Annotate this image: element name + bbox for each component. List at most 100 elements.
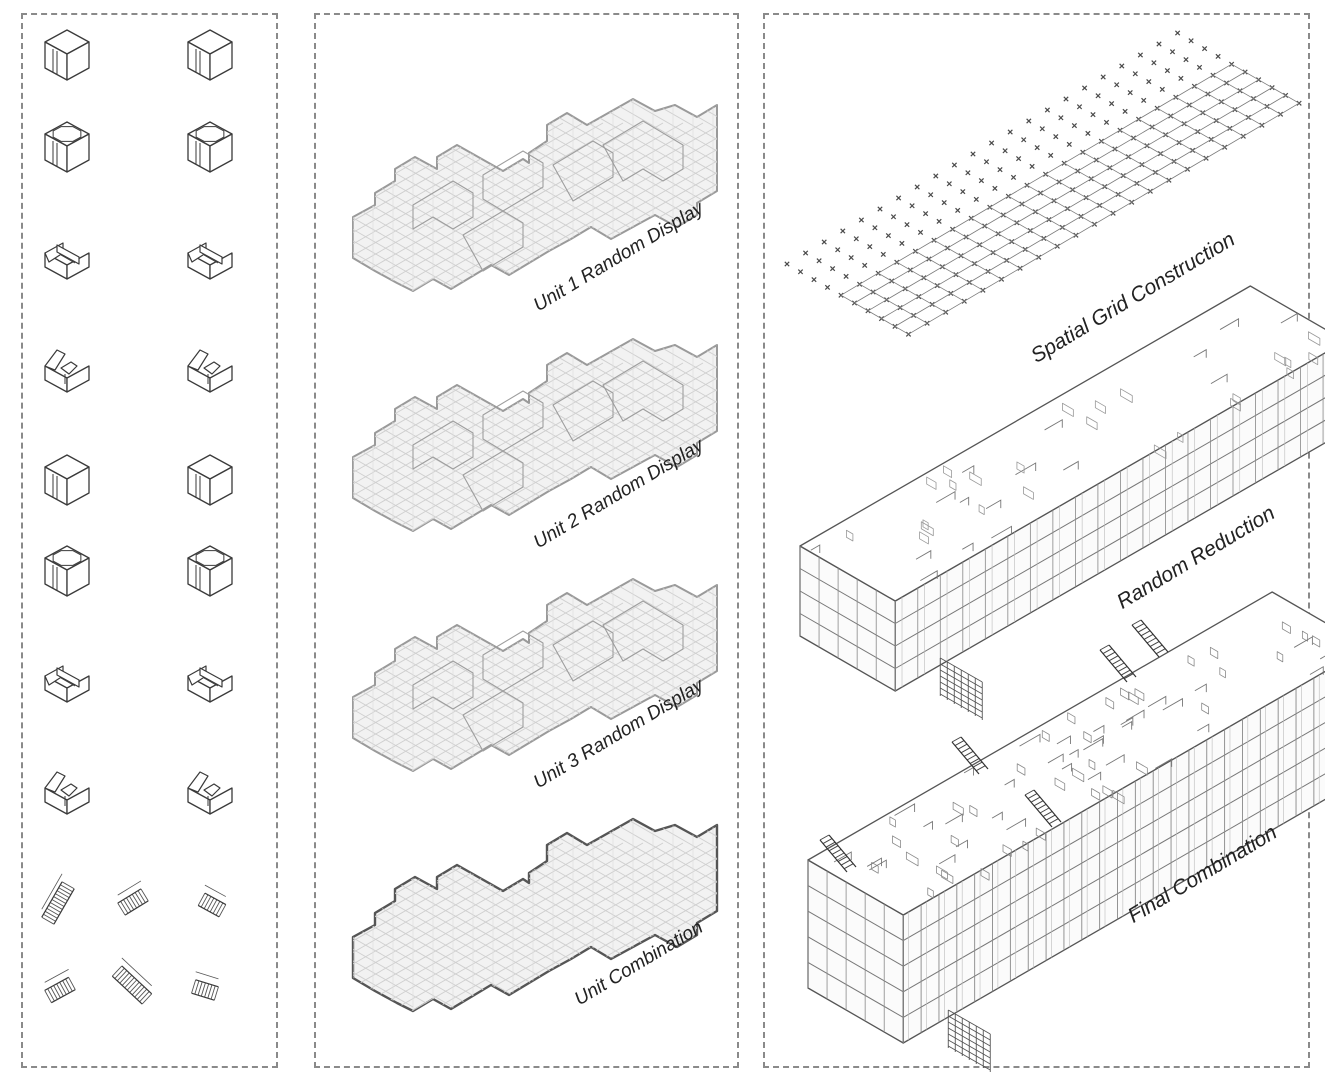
grid-node (1002, 148, 1008, 154)
grid-node (917, 229, 924, 236)
unit-3-slab-random-cells (412, 600, 684, 752)
grid-node (1081, 85, 1088, 91)
stair-icon-4 (44, 968, 76, 1004)
grid-node (1095, 93, 1101, 99)
grid-node (853, 236, 859, 242)
module-icon-right-5 (187, 454, 233, 506)
module-icon-right-7 (187, 665, 233, 703)
grid-node (1103, 119, 1110, 126)
grid-node (821, 239, 827, 245)
grid-node (867, 243, 873, 250)
grid-node (1141, 97, 1147, 104)
module-icon-right-3 (187, 242, 233, 280)
grid-node (848, 254, 854, 261)
grid-node (1029, 163, 1035, 170)
stair-icon-3 (197, 884, 227, 918)
grid-node (816, 258, 822, 264)
module-icon-left-7 (44, 665, 90, 703)
grid-node (1066, 141, 1072, 148)
grid-node (1034, 144, 1040, 151)
grid-node (951, 162, 958, 168)
grid-node (914, 184, 920, 190)
grid-node (899, 240, 905, 247)
grid-node (1296, 100, 1302, 106)
grid-node (824, 284, 831, 291)
module-icon-left-2 (44, 121, 90, 173)
grid-node (978, 177, 985, 184)
grid-node (1085, 130, 1091, 137)
grid-node (890, 214, 897, 220)
grid-node (1156, 41, 1162, 47)
grid-node (1063, 96, 1069, 102)
grid-node (1010, 174, 1017, 181)
grid-node (1058, 115, 1064, 121)
grid-node (895, 195, 902, 201)
module-icon-right-1 (187, 29, 233, 81)
grid-node (1137, 52, 1144, 58)
grid-node (992, 185, 998, 192)
grid-node (797, 269, 804, 275)
grid-node (1196, 64, 1203, 71)
grid-node (1044, 107, 1051, 113)
grid-node (965, 170, 971, 176)
grid-node (928, 192, 934, 198)
grid-node (1132, 71, 1138, 77)
stair-element (1131, 619, 1169, 658)
grid-node (955, 207, 961, 214)
grid-node (835, 247, 841, 253)
final-combination-building (807, 591, 1325, 1072)
grid-node (885, 232, 892, 239)
grid-node (1164, 67, 1171, 74)
final-stairs (819, 619, 1169, 873)
stair-icon-2 (117, 880, 149, 916)
grid-node (1159, 86, 1165, 93)
final-combination-building-roof-details (833, 621, 1325, 899)
grid-node (941, 199, 947, 206)
unit-1-slab (352, 98, 718, 292)
stair-element (951, 736, 989, 775)
grid-node (1090, 111, 1096, 118)
grid-node (997, 166, 1003, 173)
grid-node (1169, 49, 1176, 55)
grid-node (880, 251, 886, 258)
random-reduction-building (799, 285, 1325, 720)
unit-1-slab-lattice (353, 99, 717, 291)
grid-node (1114, 82, 1120, 88)
unit-2-slab-random-cells (412, 360, 684, 512)
grid-node (829, 265, 836, 272)
grid-node (988, 140, 995, 146)
module-icon-left-4 (44, 349, 90, 393)
spatial-grid (784, 30, 1302, 337)
module-icon-left-5 (44, 454, 90, 506)
module-icon-right-6 (187, 545, 233, 597)
grid-node (983, 159, 990, 165)
grid-node (1122, 108, 1128, 115)
final-combination-building-ground-grid (947, 1009, 991, 1072)
grid-node (877, 206, 883, 212)
module-icon-left-3 (44, 242, 90, 280)
module-icon-right-8 (187, 771, 233, 815)
grid-node (922, 210, 929, 217)
grid-node (1053, 133, 1059, 140)
module-icon-left-6 (44, 545, 90, 597)
unit-1-slab-random-cells (412, 120, 684, 272)
grid-node (811, 276, 817, 283)
grid-node (1048, 152, 1054, 159)
module-icon-right-4 (187, 349, 233, 393)
grid-node (1021, 137, 1027, 143)
stair-element (1099, 644, 1137, 683)
stair-element (1024, 789, 1062, 828)
grid-node (1183, 56, 1189, 63)
grid-node (1071, 122, 1078, 129)
grid-node (909, 203, 915, 209)
grid-node (1100, 74, 1106, 80)
grid-node (1127, 89, 1133, 96)
grid-node (933, 173, 939, 179)
random-reduction-building-roof-details (810, 312, 1321, 581)
assembly-process-panel (763, 13, 1310, 1068)
grid-node (1151, 60, 1157, 66)
grid-node (1015, 155, 1022, 162)
grid-node (1119, 63, 1125, 69)
grid-node (802, 250, 809, 256)
